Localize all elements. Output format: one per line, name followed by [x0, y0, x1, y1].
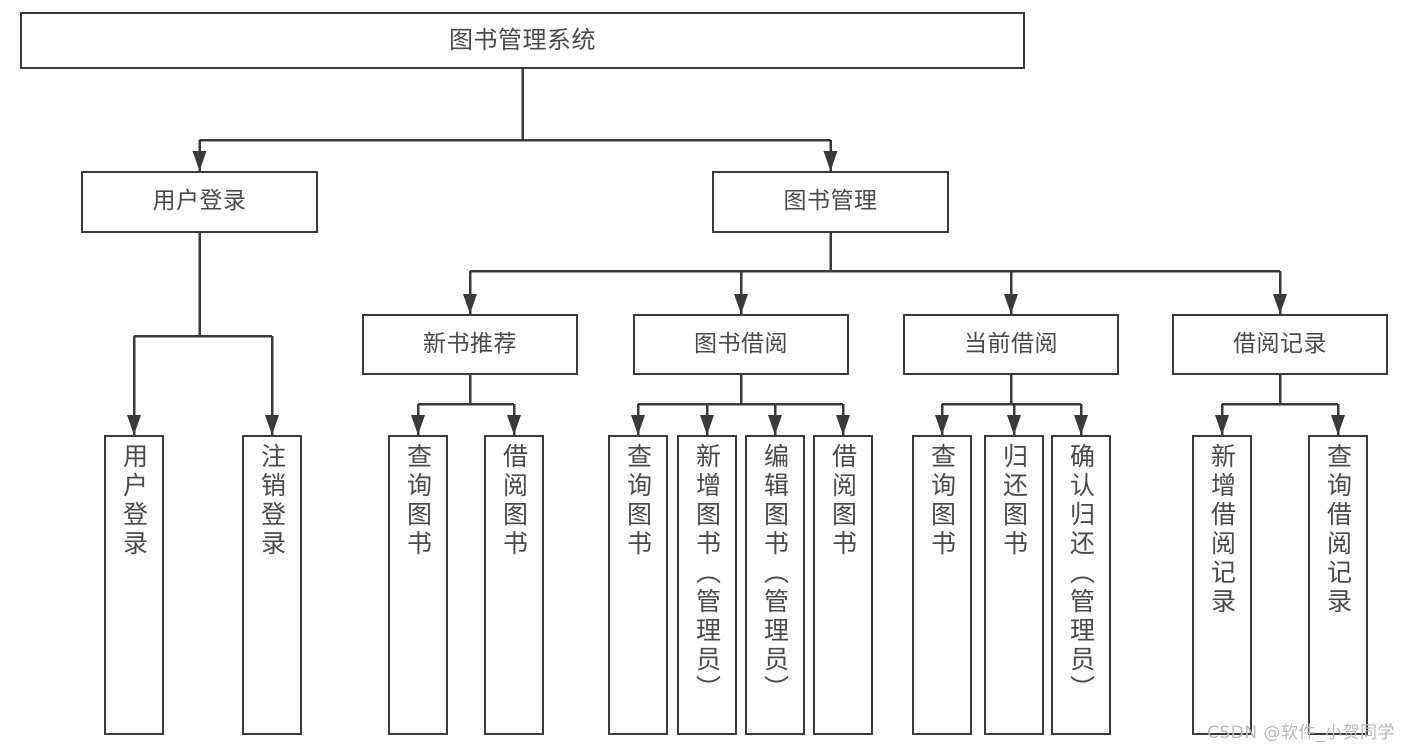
node-leaf-borrow-book-nbr[interactable]: 借阅图书 [484, 435, 544, 735]
node-label: 用户登录 [119, 443, 149, 559]
node-leaf-confirm-return[interactable]: 确认归还（管理员） [1051, 435, 1111, 735]
node-leaf-query-book-bb[interactable]: 查询图书 [608, 435, 668, 735]
node-user-login[interactable]: 用户登录 [81, 171, 318, 233]
node-label: 图书管理 [783, 188, 878, 215]
node-leaf-query-book-nbr[interactable]: 查询图书 [388, 435, 448, 735]
node-label: 查询图书 [927, 443, 957, 559]
node-book-borrow[interactable]: 图书借阅 [633, 314, 849, 375]
arrow-head-icon [1004, 294, 1018, 314]
node-label: 查询借阅记录 [1323, 443, 1353, 617]
arrow-head-icon [265, 415, 279, 435]
node-leaf-edit-book[interactable]: 编辑图书（管理员） [745, 435, 805, 735]
node-label: 图书管理系统 [449, 26, 596, 55]
arrow-head-icon [935, 415, 949, 435]
arrow-head-icon [734, 294, 748, 314]
node-label: 借阅图书 [499, 443, 529, 559]
node-label: 归还图书 [999, 443, 1029, 559]
node-current-borrow[interactable]: 当前借阅 [903, 314, 1119, 375]
node-leaf-borrow-book-bb[interactable]: 借阅图书 [813, 435, 873, 735]
arrow-head-icon [192, 151, 207, 171]
arrow-head-icon [1074, 415, 1088, 435]
arrow-head-icon [1215, 415, 1229, 435]
node-leaf-add-record[interactable]: 新增借阅记录 [1192, 435, 1252, 735]
arrow-head-icon [411, 415, 425, 435]
arrow-head-icon [1007, 415, 1021, 435]
node-leaf-query-record[interactable]: 查询借阅记录 [1308, 435, 1368, 735]
arrow-head-icon [463, 294, 477, 314]
arrow-head-icon [127, 415, 141, 435]
node-label: 确认归还（管理员） [1066, 443, 1096, 704]
node-leaf-logout[interactable]: 注销登录 [242, 435, 302, 735]
node-borrow-record[interactable]: 借阅记录 [1172, 314, 1388, 375]
arrow-head-icon [700, 415, 714, 435]
node-label: 编辑图书（管理员） [760, 443, 790, 704]
arrow-head-icon [1331, 415, 1345, 435]
arrow-head-icon [823, 151, 838, 171]
arrow-head-icon [836, 415, 850, 435]
arrow-head-icon [631, 415, 645, 435]
node-label: 借阅图书 [828, 443, 858, 559]
node-leaf-user-login[interactable]: 用户登录 [104, 435, 164, 735]
node-label: 新增图书（管理员） [692, 443, 722, 704]
node-leaf-add-book[interactable]: 新增图书（管理员） [677, 435, 737, 735]
arrow-head-icon [507, 415, 521, 435]
node-book-manage[interactable]: 图书管理 [712, 171, 949, 233]
node-root[interactable]: 图书管理系统 [20, 12, 1025, 69]
node-label: 查询图书 [623, 443, 653, 559]
node-label: 用户登录 [152, 188, 247, 215]
node-leaf-return-book[interactable]: 归还图书 [984, 435, 1044, 735]
node-label: 新增借阅记录 [1207, 443, 1237, 617]
node-label: 借阅记录 [1233, 330, 1327, 357]
arrow-head-icon [1273, 294, 1287, 314]
node-new-book-recommend[interactable]: 新书推荐 [362, 314, 578, 375]
node-label: 新书推荐 [423, 330, 517, 357]
node-leaf-query-book-cb[interactable]: 查询图书 [912, 435, 972, 735]
node-label: 当前借阅 [964, 330, 1058, 357]
node-label: 图书借阅 [694, 330, 788, 357]
node-label: 查询图书 [403, 443, 433, 559]
arrow-head-icon [768, 415, 782, 435]
node-label: 注销登录 [257, 443, 287, 559]
